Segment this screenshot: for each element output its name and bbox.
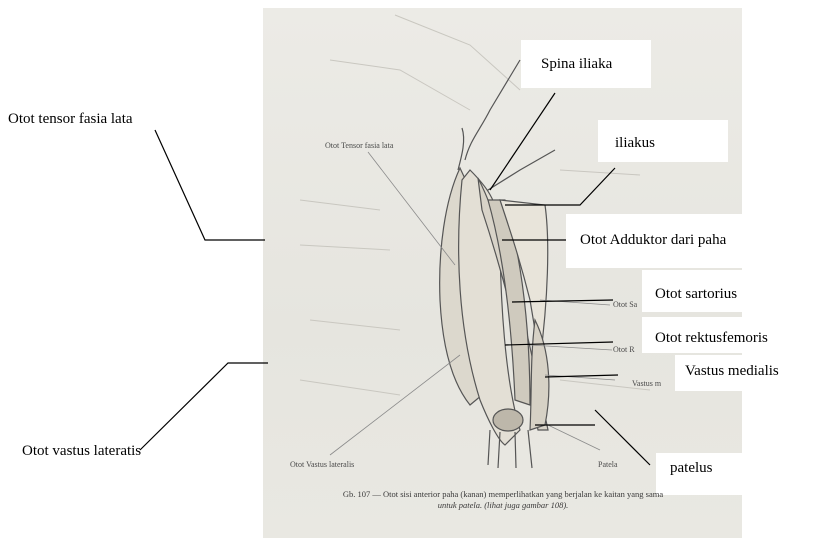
leader-vastus-lateratis [140, 363, 268, 450]
leader-spina-iliaka [490, 93, 555, 190]
figure-label-r: Otot R [613, 345, 635, 355]
figure-label-sa: Otot Sa [613, 300, 637, 310]
figure-label-tensor: Otot Tensor fasia lata [325, 141, 393, 151]
patella-shape [493, 409, 523, 431]
label-tensor-fasia-lata: Otot tensor fasia lata [8, 111, 133, 128]
figure-label-vastus-m: Vastus m [632, 379, 661, 389]
label-vastus-lateratis: Otot vastus lateratis [22, 443, 141, 460]
label-sartorius: Otot sartorius [655, 286, 737, 303]
leader-patelus [595, 410, 650, 465]
label-patelus: patelus [670, 460, 713, 477]
label-iliakus: iliakus [615, 135, 655, 152]
figure-caption-line1: Gb. 107 — Otot sisi anterior paha (kanan… [262, 489, 744, 499]
label-vastus-medialis: Vastus medialis [685, 363, 779, 380]
leader-iliakus [505, 168, 615, 205]
label-spina-iliaka: Spina iliaka [541, 56, 612, 73]
label-adduktor: Otot Adduktor dari paha [580, 232, 726, 249]
figure-label-patela: Patela [598, 460, 618, 470]
leader-tensor [155, 130, 265, 240]
figure-label-vastus-lateralis: Otot Vastus lateralis [290, 460, 354, 470]
figure-caption-line2: untuk patela. (lihat juga gambar 108). [262, 500, 744, 510]
annotation-leader-lines [140, 93, 650, 465]
label-rektusfemoris: Otot rektusfemoris [655, 330, 768, 347]
thigh-muscles [440, 168, 549, 468]
